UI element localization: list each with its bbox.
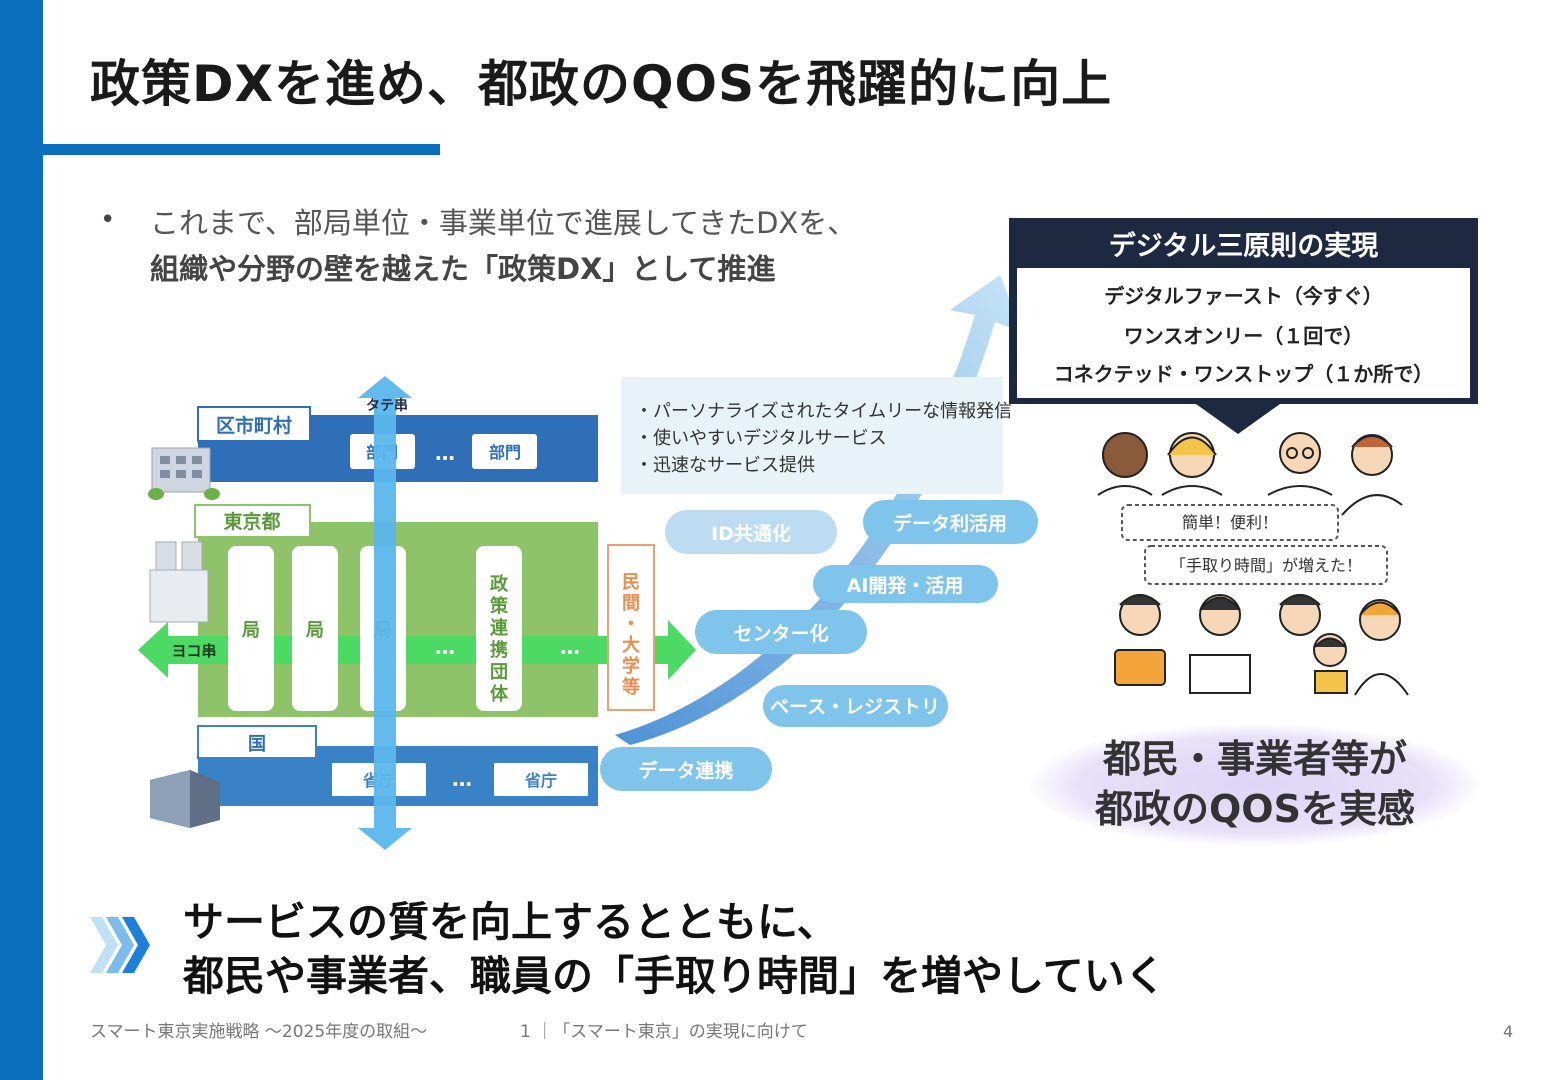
national-unit-2: 省庁 — [524, 771, 557, 790]
municipal-ellipsis: … — [435, 441, 455, 465]
tokyo-ellipsis-2: … — [560, 635, 580, 659]
initiative-center: センター化 — [733, 622, 828, 645]
people-illustration: 簡単！便利！ 「手取り時間」が増えた！ — [1097, 432, 1409, 696]
qos-glow — [1030, 724, 1480, 846]
policy-org-char: 政 — [490, 573, 509, 595]
growth-arrow — [615, 275, 1022, 745]
vertical-label: タテ串 — [366, 397, 408, 414]
initiative-id: ID共通化 — [711, 522, 791, 545]
principles-title: デジタル三原則の実現 — [1108, 231, 1379, 262]
principles-list: デジタルファースト（今すぐ） ワンスオンリー（１回で） コネクテッド・ワンストッ… — [1017, 268, 1470, 398]
principle-3: コネクテッド・ワンストップ（１か所で） — [1053, 362, 1434, 386]
benefits-box: ・パーソナライズされたタイムリーな情報発信 ・使いやすいデジタルサービス ・迅速… — [621, 377, 1012, 494]
principle-1: デジタルファースト（今すぐ） — [1104, 284, 1383, 308]
horizontal-label: ヨコ串 — [171, 642, 216, 660]
private-sector-char: ・ — [622, 614, 640, 635]
policy-org-char: 体 — [490, 683, 509, 705]
principles-box: デジタル三原則の実現 デジタルファースト（今すぐ） ワンスオンリー（１回で） コ… — [1009, 218, 1478, 404]
building-icon — [148, 447, 220, 500]
municipal-label-box — [197, 406, 311, 442]
policy-org-char: 団 — [490, 662, 508, 683]
initiative-data-use: データ利活用 — [893, 512, 1007, 535]
initiative-base-registry: ベース・レジストリ — [770, 696, 940, 718]
benefit-3: ・迅速なサービス提供 — [635, 455, 815, 476]
title-underline — [43, 144, 440, 155]
speech-time: 「手取り時間」が増えた！ — [1170, 556, 1362, 575]
bullet-line-1: これまで、部局単位・事業単位で進展してきたDXを、 — [150, 206, 857, 240]
municipal-unit-2: 部門 — [489, 443, 521, 462]
bullet-line-2: 組織や分野の壁を越えた「政策DX」として推進 — [150, 252, 776, 286]
horizontal-arrow — [138, 620, 696, 680]
private-sector-box — [607, 544, 655, 711]
footer-chapter: 1 ｜「スマート東京」の実現に向けて — [520, 1022, 808, 1042]
private-sector-char: 民 — [622, 572, 640, 593]
page-number: 4 — [1503, 1022, 1514, 1041]
principle-2: ワンスオンリー（１回で） — [1123, 324, 1364, 348]
tower-icon — [149, 541, 209, 623]
private-sector-char: 大 — [622, 634, 640, 656]
qos-line-2: 都政のQOSを実感 — [1095, 787, 1415, 831]
qos-line-1: 都民・事業者等が — [1102, 737, 1407, 781]
initiative-data-link: データ連携 — [638, 759, 733, 782]
bureau-2: 局 — [306, 620, 324, 641]
speech-easy: 簡単！便利！ — [1182, 513, 1278, 532]
national-ellipsis: … — [452, 767, 472, 791]
left-accent-bar — [0, 0, 43, 1080]
principles-pointer — [1196, 404, 1280, 434]
initiative-pills: ID共通化 データ利活用 AI開発・活用 センター化 ベース・レジストリ データ… — [600, 500, 1038, 791]
private-sector-char: 間 — [622, 593, 640, 614]
footer-doc-title: スマート東京実施戦略 ～2025年度の取組～ — [90, 1022, 428, 1042]
private-sector-char: 等 — [622, 676, 640, 698]
bureau-1: 局 — [242, 620, 260, 641]
tokyo-ellipsis-1: … — [435, 635, 455, 659]
tokyo-label: 東京都 — [223, 510, 280, 533]
benefit-2: ・使いやすいデジタルサービス — [635, 428, 887, 449]
private-sector-label: 民間・大学等 — [622, 572, 640, 698]
bullet-marker: • — [100, 205, 116, 235]
municipal-label: 区市町村 — [216, 414, 292, 437]
vertical-arrow — [358, 376, 412, 850]
initiative-ai: AI開発・活用 — [847, 574, 964, 597]
chevron-right-icon — [90, 917, 150, 973]
policy-org-char: 策 — [490, 595, 509, 617]
page-title: 政策DXを進め、都政のQOSを飛躍的に向上 — [90, 55, 1113, 113]
policy-org-char: 携 — [490, 639, 508, 661]
benefit-1: ・パーソナライズされたタイムリーな情報発信 — [635, 401, 1013, 422]
conclusion-line-2: 都民や事業者、職員の「手取り時間」を増やしていく — [183, 952, 1166, 1000]
private-sector-char: 学 — [622, 655, 640, 677]
conclusion-line-1: サービスの質を向上するとともに、 — [183, 898, 838, 946]
policy-org-char: 連 — [490, 617, 509, 639]
national-label: 国 — [248, 734, 266, 755]
office-icon — [150, 770, 220, 828]
